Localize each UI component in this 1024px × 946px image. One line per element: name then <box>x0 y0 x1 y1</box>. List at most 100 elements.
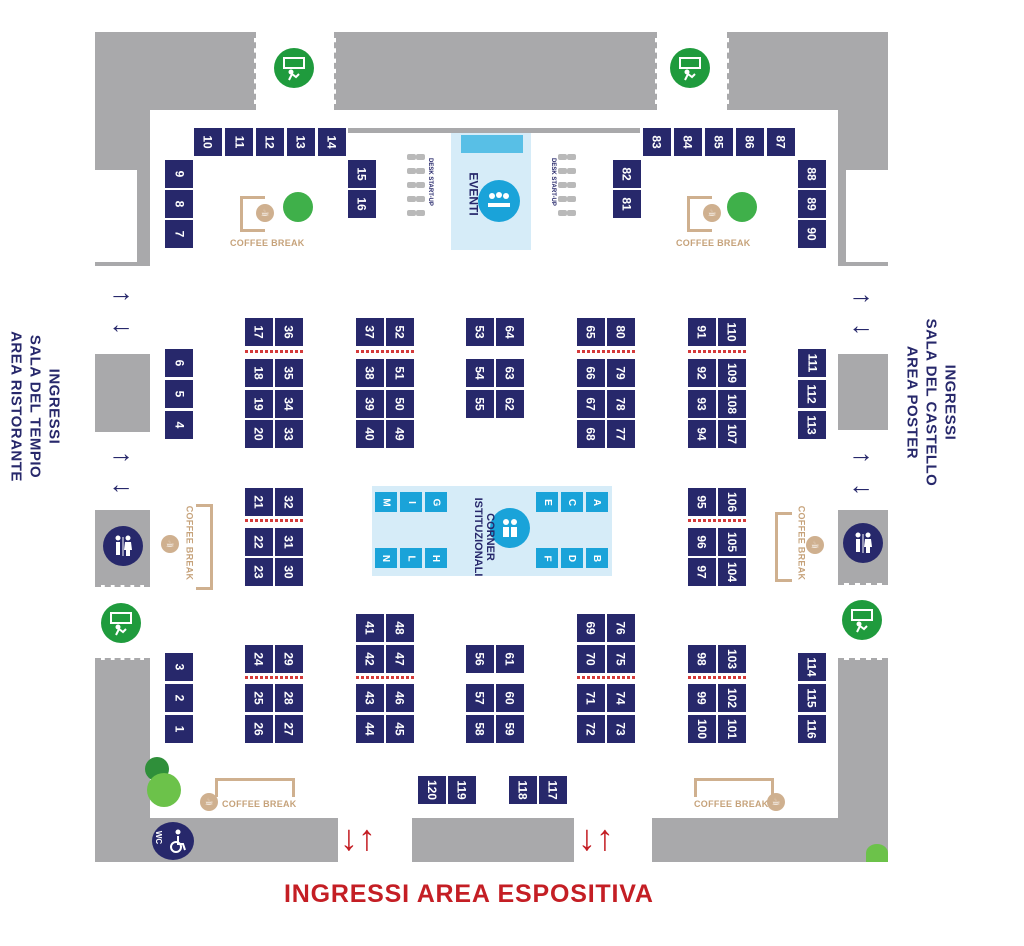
booth-109[interactable]: 109 <box>718 359 746 387</box>
booth-22[interactable]: 22 <box>245 528 273 556</box>
booth-14[interactable]: 14 <box>318 128 346 156</box>
booth-25[interactable]: 25 <box>245 684 273 712</box>
booth-47[interactable]: 47 <box>386 645 414 673</box>
booth-35[interactable]: 35 <box>275 359 303 387</box>
booth-79[interactable]: 79 <box>607 359 635 387</box>
booth-114[interactable]: 114 <box>798 653 826 681</box>
booth-28[interactable]: 28 <box>275 684 303 712</box>
booth-100[interactable]: 100 <box>688 715 716 743</box>
booth-48[interactable]: 48 <box>386 614 414 642</box>
booth-64[interactable]: 64 <box>496 318 524 346</box>
booth-112[interactable]: 112 <box>798 380 826 408</box>
booth-70[interactable]: 70 <box>577 645 605 673</box>
booth-g[interactable]: G <box>425 492 447 512</box>
booth-37[interactable]: 37 <box>356 318 384 346</box>
booth-103[interactable]: 103 <box>718 645 746 673</box>
booth-82[interactable]: 82 <box>613 160 641 188</box>
booth-83[interactable]: 83 <box>643 128 671 156</box>
booth-106[interactable]: 106 <box>718 488 746 516</box>
booth-117[interactable]: 117 <box>539 776 567 804</box>
booth-87[interactable]: 87 <box>767 128 795 156</box>
booth-108[interactable]: 108 <box>718 390 746 418</box>
booth-40[interactable]: 40 <box>356 420 384 448</box>
booth-27[interactable]: 27 <box>275 715 303 743</box>
booth-16[interactable]: 16 <box>348 190 376 218</box>
booth-30[interactable]: 30 <box>275 558 303 586</box>
booth-92[interactable]: 92 <box>688 359 716 387</box>
booth-4[interactable]: 4 <box>165 411 193 439</box>
booth-104[interactable]: 104 <box>718 558 746 586</box>
booth-77[interactable]: 77 <box>607 420 635 448</box>
booth-63[interactable]: 63 <box>496 359 524 387</box>
booth-81[interactable]: 81 <box>613 190 641 218</box>
booth-26[interactable]: 26 <box>245 715 273 743</box>
booth-89[interactable]: 89 <box>798 190 826 218</box>
booth-102[interactable]: 102 <box>718 684 746 712</box>
booth-21[interactable]: 21 <box>245 488 273 516</box>
booth-72[interactable]: 72 <box>577 715 605 743</box>
booth-34[interactable]: 34 <box>275 390 303 418</box>
booth-68[interactable]: 68 <box>577 420 605 448</box>
booth-84[interactable]: 84 <box>674 128 702 156</box>
booth-44[interactable]: 44 <box>356 715 384 743</box>
booth-33[interactable]: 33 <box>275 420 303 448</box>
booth-50[interactable]: 50 <box>386 390 414 418</box>
booth-24[interactable]: 24 <box>245 645 273 673</box>
booth-76[interactable]: 76 <box>607 614 635 642</box>
booth-101[interactable]: 101 <box>718 715 746 743</box>
booth-96[interactable]: 96 <box>688 528 716 556</box>
booth-10[interactable]: 10 <box>194 128 222 156</box>
booth-52[interactable]: 52 <box>386 318 414 346</box>
booth-38[interactable]: 38 <box>356 359 384 387</box>
booth-61[interactable]: 61 <box>496 645 524 673</box>
booth-94[interactable]: 94 <box>688 420 716 448</box>
booth-18[interactable]: 18 <box>245 359 273 387</box>
booth-107[interactable]: 107 <box>718 420 746 448</box>
booth-54[interactable]: 54 <box>466 359 494 387</box>
booth-m[interactable]: M <box>375 492 397 512</box>
booth-90[interactable]: 90 <box>798 220 826 248</box>
booth-80[interactable]: 80 <box>607 318 635 346</box>
booth-a[interactable]: A <box>586 492 608 512</box>
booth-l[interactable]: L <box>400 548 422 568</box>
booth-c[interactable]: C <box>561 492 583 512</box>
booth-h[interactable]: H <box>425 548 447 568</box>
booth-51[interactable]: 51 <box>386 359 414 387</box>
booth-69[interactable]: 69 <box>577 614 605 642</box>
booth-n[interactable]: N <box>375 548 397 568</box>
booth-b[interactable]: B <box>586 548 608 568</box>
booth-97[interactable]: 97 <box>688 558 716 586</box>
booth-9[interactable]: 9 <box>165 160 193 188</box>
booth-11[interactable]: 11 <box>225 128 253 156</box>
booth-31[interactable]: 31 <box>275 528 303 556</box>
booth-2[interactable]: 2 <box>165 684 193 712</box>
booth-49[interactable]: 49 <box>386 420 414 448</box>
booth-53[interactable]: 53 <box>466 318 494 346</box>
booth-e[interactable]: E <box>536 492 558 512</box>
booth-f[interactable]: F <box>536 548 558 568</box>
booth-115[interactable]: 115 <box>798 684 826 712</box>
booth-36[interactable]: 36 <box>275 318 303 346</box>
booth-15[interactable]: 15 <box>348 160 376 188</box>
booth-111[interactable]: 111 <box>798 349 826 377</box>
booth-42[interactable]: 42 <box>356 645 384 673</box>
booth-5[interactable]: 5 <box>165 380 193 408</box>
booth-45[interactable]: 45 <box>386 715 414 743</box>
booth-98[interactable]: 98 <box>688 645 716 673</box>
booth-60[interactable]: 60 <box>496 684 524 712</box>
booth-41[interactable]: 41 <box>356 614 384 642</box>
booth-65[interactable]: 65 <box>577 318 605 346</box>
booth-39[interactable]: 39 <box>356 390 384 418</box>
booth-17[interactable]: 17 <box>245 318 273 346</box>
booth-i[interactable]: I <box>400 492 422 512</box>
booth-6[interactable]: 6 <box>165 349 193 377</box>
booth-99[interactable]: 99 <box>688 684 716 712</box>
booth-7[interactable]: 7 <box>165 220 193 248</box>
booth-74[interactable]: 74 <box>607 684 635 712</box>
booth-12[interactable]: 12 <box>256 128 284 156</box>
booth-66[interactable]: 66 <box>577 359 605 387</box>
booth-85[interactable]: 85 <box>705 128 733 156</box>
booth-75[interactable]: 75 <box>607 645 635 673</box>
booth-118[interactable]: 118 <box>509 776 537 804</box>
booth-46[interactable]: 46 <box>386 684 414 712</box>
